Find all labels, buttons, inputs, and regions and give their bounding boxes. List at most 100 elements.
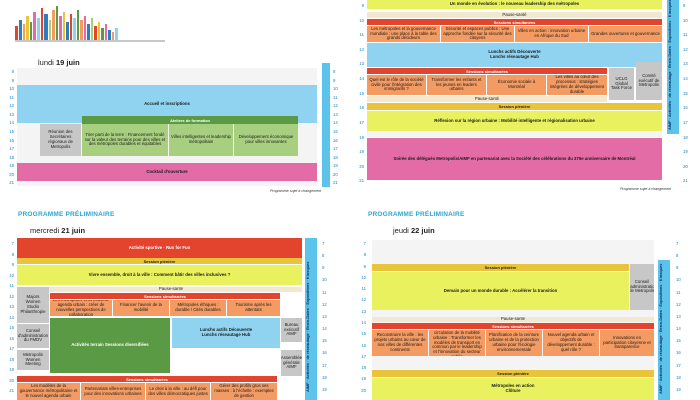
s1c-label: Planification de la ceinture urbaine et … — [488, 332, 540, 352]
time-tick: 8 — [333, 69, 336, 74]
time-tick: 13 — [9, 111, 14, 117]
skyline-logo — [15, 6, 165, 42]
pause2-block: Pause-santé — [367, 96, 607, 102]
time-tick: 11 — [683, 32, 688, 38]
demain-label: Demain pour un monde durable : Accélérer… — [443, 287, 558, 293]
s1b-label: Sont les occasions de la circulation de … — [432, 330, 482, 356]
time-tick: 17 — [683, 119, 688, 125]
soiree-label: Soirée des délégués Metropolis/AIMF en p… — [393, 155, 636, 161]
time-tick: 10 — [361, 274, 366, 280]
section-title: PROGRAMME PRÉLIMINAIRE — [18, 211, 115, 218]
s2c-block: Le droit à la ville : au défi pour des v… — [146, 383, 210, 400]
time-tick: 19 — [333, 163, 338, 169]
time-tick: 20 — [361, 387, 366, 393]
sess1-header: Sessions simultanées — [50, 293, 280, 299]
time-tick: 9 — [11, 262, 14, 268]
pleniere2-header: Session plénière — [372, 370, 654, 377]
s2b-block: Partenariats villes-entreprises pour des… — [81, 383, 145, 400]
pause1-label: Pause-santé — [158, 287, 184, 292]
s1a-block: Les métropoles et la nouvelle agenda urb… — [50, 300, 112, 316]
time-tick: 16 — [333, 137, 338, 143]
time-tick: 9 — [676, 265, 679, 271]
time-tick: 11 — [9, 283, 14, 289]
conseil-label: Conseil d'administration de Metropolis — [630, 278, 654, 294]
time-tick: 12 — [683, 46, 688, 52]
reunion-label: Réunion des Secrétaires régionaux de Met… — [48, 129, 73, 149]
sidebar-strip — [658, 260, 670, 400]
s2f-block: Comité exécutif de Metropolis — [636, 62, 662, 100]
time-tick: 8 — [322, 253, 325, 259]
sport-block: Activité sportive · Run for Fun — [17, 238, 302, 258]
action-block: Métropoles en action Clôture — [372, 378, 654, 400]
s2d-block: Gérer des profils gros ses masses : à l'… — [211, 383, 277, 400]
time-tick: 7 — [11, 241, 14, 246]
time-tick: 18 — [9, 356, 14, 362]
time-tick: 11 — [676, 289, 681, 295]
time-tick: 10 — [359, 17, 364, 23]
s2b-label: Transformer les enfants et les jeunes en… — [431, 76, 482, 92]
s2b-label: Partenariats villes-entreprises pour des… — [84, 385, 142, 396]
s2d-label: Gérer des profils gros ses masses : à l'… — [214, 383, 274, 398]
time-tick: 12 — [361, 297, 366, 303]
gap-row — [367, 131, 662, 137]
conseil-block: Conseil d'administration de Metropolis — [630, 264, 654, 310]
lunch2-label: Lunchs réseautage Hub — [201, 332, 251, 337]
time-tick: 21 — [683, 178, 688, 184]
s1c-block: Métropoles éthiques : durable / Cités du… — [170, 300, 226, 316]
s1c-block: Villes en action : innovation urbaine en… — [515, 26, 588, 42]
s1d-block: Tourisme après les attentats — [227, 300, 280, 316]
time-tick: 17 — [676, 362, 681, 368]
pause1-block: Pause-santé — [40, 287, 302, 292]
sess2-label: Sessions simultanées — [466, 68, 508, 74]
time-tick: 21 — [9, 180, 14, 186]
s1b-block: Sont les occasions de la circulation de … — [429, 330, 485, 356]
sess1-label: Sessions simultanées — [492, 323, 534, 329]
time-tick: 17 — [9, 346, 14, 352]
time-tick: 18 — [9, 154, 14, 160]
time-tick: 13 — [361, 308, 366, 314]
pleniere-header: Session plénière — [372, 264, 629, 271]
s1c-label: Métropoles éthiques : durable / Cités du… — [175, 302, 221, 312]
time-tick: 17 — [333, 146, 338, 152]
time-tick: 15 — [359, 90, 364, 96]
s2e-block: UCLG Global Task Force — [609, 68, 634, 100]
time-tick: 14 — [9, 120, 14, 126]
time-tick: 7 — [363, 241, 366, 246]
time-tick: 21 — [333, 180, 338, 186]
s2f-label: Comité exécutif de Metropolis — [638, 72, 660, 88]
pause1-block: Pause-santé — [367, 12, 662, 18]
demain-block: Demain pour un monde durable : Accélérer… — [372, 272, 629, 310]
time-tick: 10 — [9, 272, 14, 278]
sidebar-activities-text: AIMF · Activités · de réseautage · Brain… — [305, 261, 310, 392]
day-label: lundi — [38, 58, 54, 67]
lunch-block: Lunchs actifs Découverte Lunchs réseauta… — [172, 318, 280, 348]
time-tick: 9 — [322, 265, 325, 271]
s2a-block: Quel est le rôle de la société civile po… — [367, 75, 426, 95]
time-tick: 19 — [322, 386, 327, 392]
time-tick: 12 — [333, 103, 338, 109]
time-tick: 18 — [322, 374, 327, 380]
sess1-header: Sessions simultanées — [372, 323, 654, 329]
time-tick: 9 — [363, 263, 366, 269]
cocktail-label: Cocktail d'ouverture — [146, 168, 188, 174]
sidebar-strip — [322, 63, 330, 187]
s1a-block: Les métropoles et la gouvernance mondial… — [367, 26, 440, 42]
cloture-label: Clôture — [505, 388, 521, 393]
time-tick: 12 — [359, 46, 364, 52]
time-tick: 15 — [9, 129, 14, 134]
time-tick: 18 — [676, 374, 681, 380]
terrain-label: Activités terrain Sessions diversifiées — [71, 342, 149, 348]
time-tick: 21 — [359, 178, 364, 184]
s2d-label: Les villes au cœur des processus : strat… — [549, 75, 605, 94]
time-tick: 16 — [676, 350, 681, 356]
sess2-header: Sessions simultanées — [367, 68, 607, 74]
metro-women-label: Metropolis Women Meeting — [23, 351, 43, 367]
disclaimer-note: Programme sujet à changement — [620, 187, 672, 191]
